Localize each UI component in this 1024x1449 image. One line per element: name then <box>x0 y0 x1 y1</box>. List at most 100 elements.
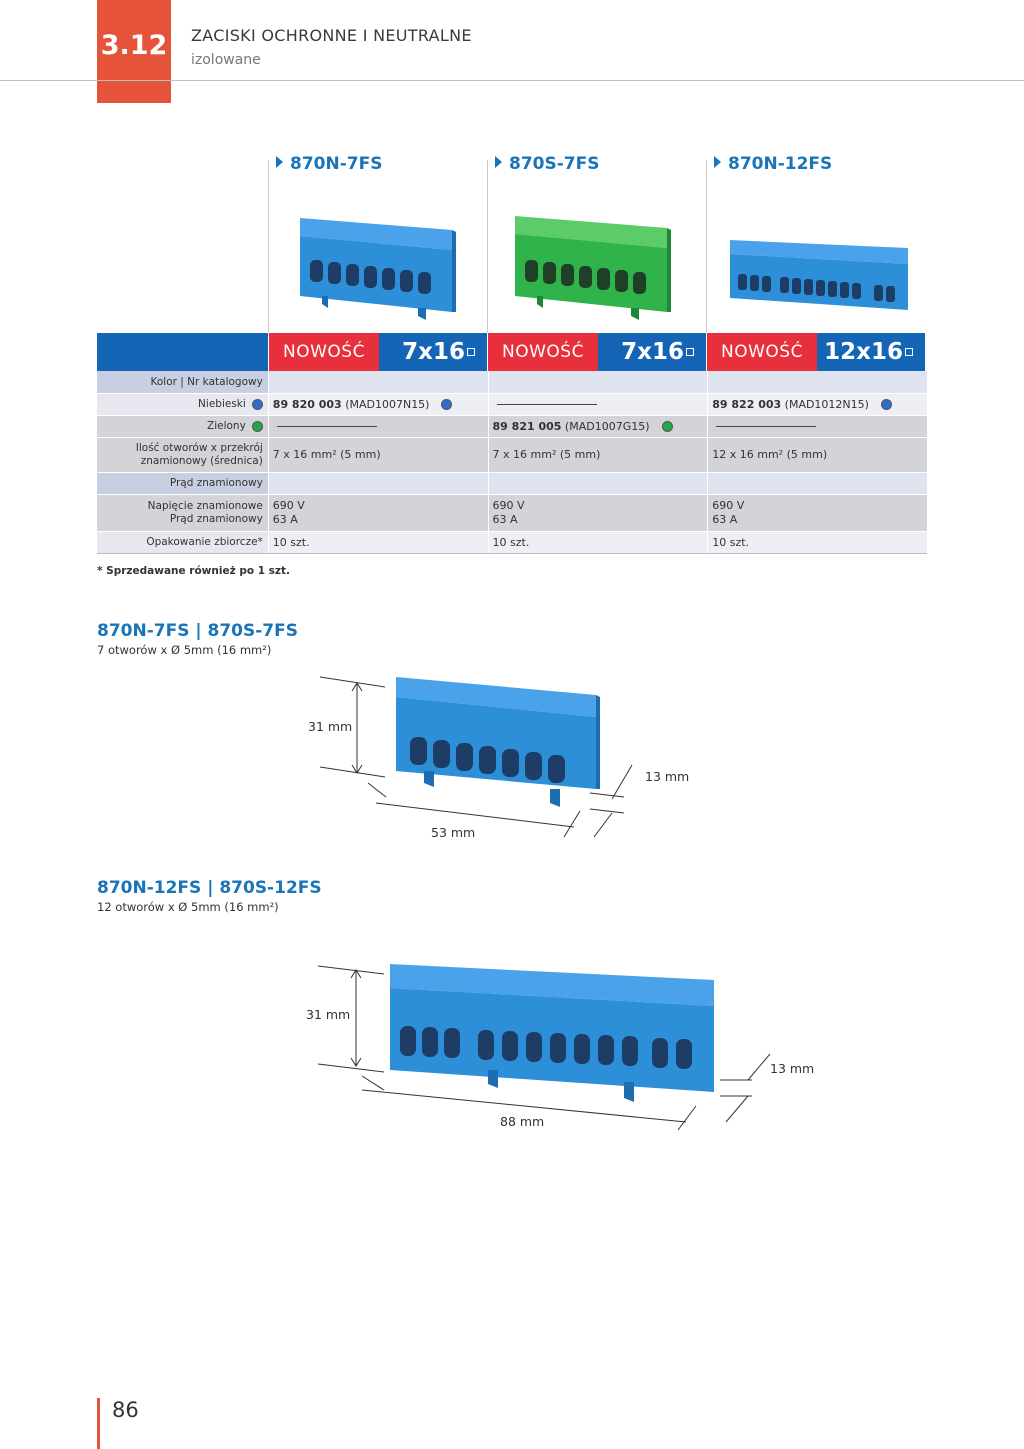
dash-line <box>276 426 377 427</box>
dimension-lines <box>317 965 771 1131</box>
table-cell: 10 szt. <box>487 532 708 553</box>
dash-line <box>716 426 817 427</box>
new-badge: NOWOŚĆ <box>487 333 598 371</box>
table-header-cell: NOWOŚĆ 7x16 <box>268 333 487 371</box>
page-number-bar <box>97 1398 100 1449</box>
table-header-cell: NOWOŚĆ 7x16 <box>487 333 706 371</box>
product-column-1: 870N-7FS <box>268 150 486 334</box>
table-cell <box>707 473 927 494</box>
table-row: Napięcie znamionowe Prąd znamionowy 690 … <box>97 495 927 532</box>
row-label: Prąd znamionowy <box>97 473 268 494</box>
header-rule <box>0 80 1024 81</box>
product-column-3: 870N-12FS <box>706 150 924 334</box>
current-value: 63 A <box>272 513 298 526</box>
table-cell <box>487 371 708 393</box>
terminal-block-blue-7 <box>300 218 456 320</box>
table-cell: 690 V 63 A <box>267 495 488 531</box>
catalog-ref: (MAD1007G15) <box>564 419 650 433</box>
depth-label: 13 mm <box>770 1061 814 1076</box>
terminal-block-green-7 <box>515 216 671 320</box>
row-label: Niebieski <box>97 394 268 415</box>
product-column-2: 870S-7FS <box>487 150 705 334</box>
page-subtitle: izolowane <box>191 52 261 68</box>
table-cell: 690 V 63 A <box>707 495 927 531</box>
table-row: Prąd znamionowy <box>97 473 927 495</box>
row-label-text: znamionowy (średnica) <box>140 455 263 467</box>
table-cell: 89 821 005 (MAD1007G15) <box>487 416 708 437</box>
row-label-text: Prąd znamionowy <box>169 513 263 525</box>
size-text: 7x16 <box>621 339 684 365</box>
page-number: 86 <box>112 1398 139 1422</box>
terminal-block-illustration <box>396 677 600 807</box>
table-header-cell: NOWOŚĆ 12x16 <box>706 333 925 371</box>
product-photo <box>300 218 456 320</box>
width-label: 53 mm <box>431 825 475 840</box>
drawing-subtitle: 7 otworów x Ø 5mm (16 mm²) <box>97 643 272 657</box>
product-name: 870N-7FS <box>276 154 382 174</box>
square-icon <box>686 348 694 356</box>
table-cell: 89 822 003 (MAD1012N15) <box>707 394 927 415</box>
page-title: ZACISKI OCHRONNE I NEUTRALNE <box>191 26 472 45</box>
size-label: 7x16 <box>598 333 706 371</box>
spec-table: NOWOŚĆ 7x16 NOWOŚĆ 7x16 NOWOŚĆ 12x16 Kol… <box>97 333 927 554</box>
row-label-text: Zielony <box>207 420 246 432</box>
footnote: * Sprzedawane również po 1 szt. <box>97 565 291 577</box>
row-label: Opakowanie zbiorcze* <box>97 532 268 553</box>
table-cell: 12 x 16 mm² (5 mm) <box>707 438 927 472</box>
table-cell <box>487 473 708 494</box>
size-label: 12x16 <box>817 333 925 371</box>
product-photo <box>730 240 908 310</box>
voltage-value: 690 V <box>272 499 305 512</box>
new-badge: NOWOŚĆ <box>706 333 817 371</box>
table-cell: 10 szt. <box>267 532 488 553</box>
depth-label: 13 mm <box>645 769 689 784</box>
column-divider <box>706 160 707 334</box>
column-divider <box>487 160 488 334</box>
drawing-subtitle: 12 otworów x Ø 5mm (16 mm²) <box>97 900 279 914</box>
blue-dot-icon <box>441 399 453 410</box>
new-badge: NOWOŚĆ <box>268 333 379 371</box>
catalog-ref: (MAD1007N15) <box>345 397 430 411</box>
current-value: 63 A <box>712 513 738 526</box>
size-label: 7x16 <box>379 333 487 371</box>
row-label-text: Napięcie znamionowe <box>147 500 263 512</box>
blue-dot-icon <box>251 399 263 410</box>
voltage-value: 690 V <box>712 499 745 512</box>
catalog-number: 89 822 003 <box>712 397 782 411</box>
table-cell <box>267 416 488 437</box>
dimension-lines <box>319 676 633 838</box>
catalog-ref: (MAD1012N15) <box>784 397 869 411</box>
row-label-text: Ilość otworów x przekrój <box>135 442 263 454</box>
catalog-number: 89 820 003 <box>272 397 342 411</box>
green-dot-icon <box>661 421 673 432</box>
height-label: 31 mm <box>308 719 352 734</box>
row-label: Napięcie znamionowe Prąd znamionowy <box>97 495 268 531</box>
product-name: 870S-7FS <box>495 154 599 174</box>
row-label: Zielony <box>97 416 268 437</box>
row-label-text: Niebieski <box>198 398 246 410</box>
terminal-block-illustration <box>390 964 714 1102</box>
table-cell <box>267 473 488 494</box>
green-dot-icon <box>251 421 263 432</box>
square-icon <box>467 348 475 356</box>
voltage-value: 690 V <box>492 499 525 512</box>
table-cell: 7 x 16 mm² (5 mm) <box>487 438 708 472</box>
table-row: Opakowanie zbiorcze* 10 szt. 10 szt. 10 … <box>97 532 927 554</box>
table-row: Zielony 89 821 005 (MAD1007G15) <box>97 416 927 438</box>
table-cell <box>487 394 708 415</box>
product-name: 870N-12FS <box>714 154 832 174</box>
dimension-drawing-7: 31 mm 53 mm 13 mm <box>308 676 689 840</box>
current-value: 63 A <box>492 513 518 526</box>
dimension-drawing-12: 31 mm 88 mm 13 mm <box>306 964 814 1131</box>
product-photo <box>515 216 671 320</box>
table-cell: 690 V 63 A <box>487 495 708 531</box>
dash-line <box>496 404 597 405</box>
table-row: Ilość otworów x przekrój znamionowy (śre… <box>97 438 927 473</box>
table-cell: 10 szt. <box>707 532 927 553</box>
table-header-blank <box>97 333 268 371</box>
table-cell <box>707 416 927 437</box>
blue-dot-icon <box>880 399 892 410</box>
row-label: Kolor | Nr katalogowy <box>97 371 268 393</box>
table-header-row: NOWOŚĆ 7x16 NOWOŚĆ 7x16 NOWOŚĆ 12x16 <box>97 333 927 371</box>
table-cell: 7 x 16 mm² (5 mm) <box>267 438 488 472</box>
